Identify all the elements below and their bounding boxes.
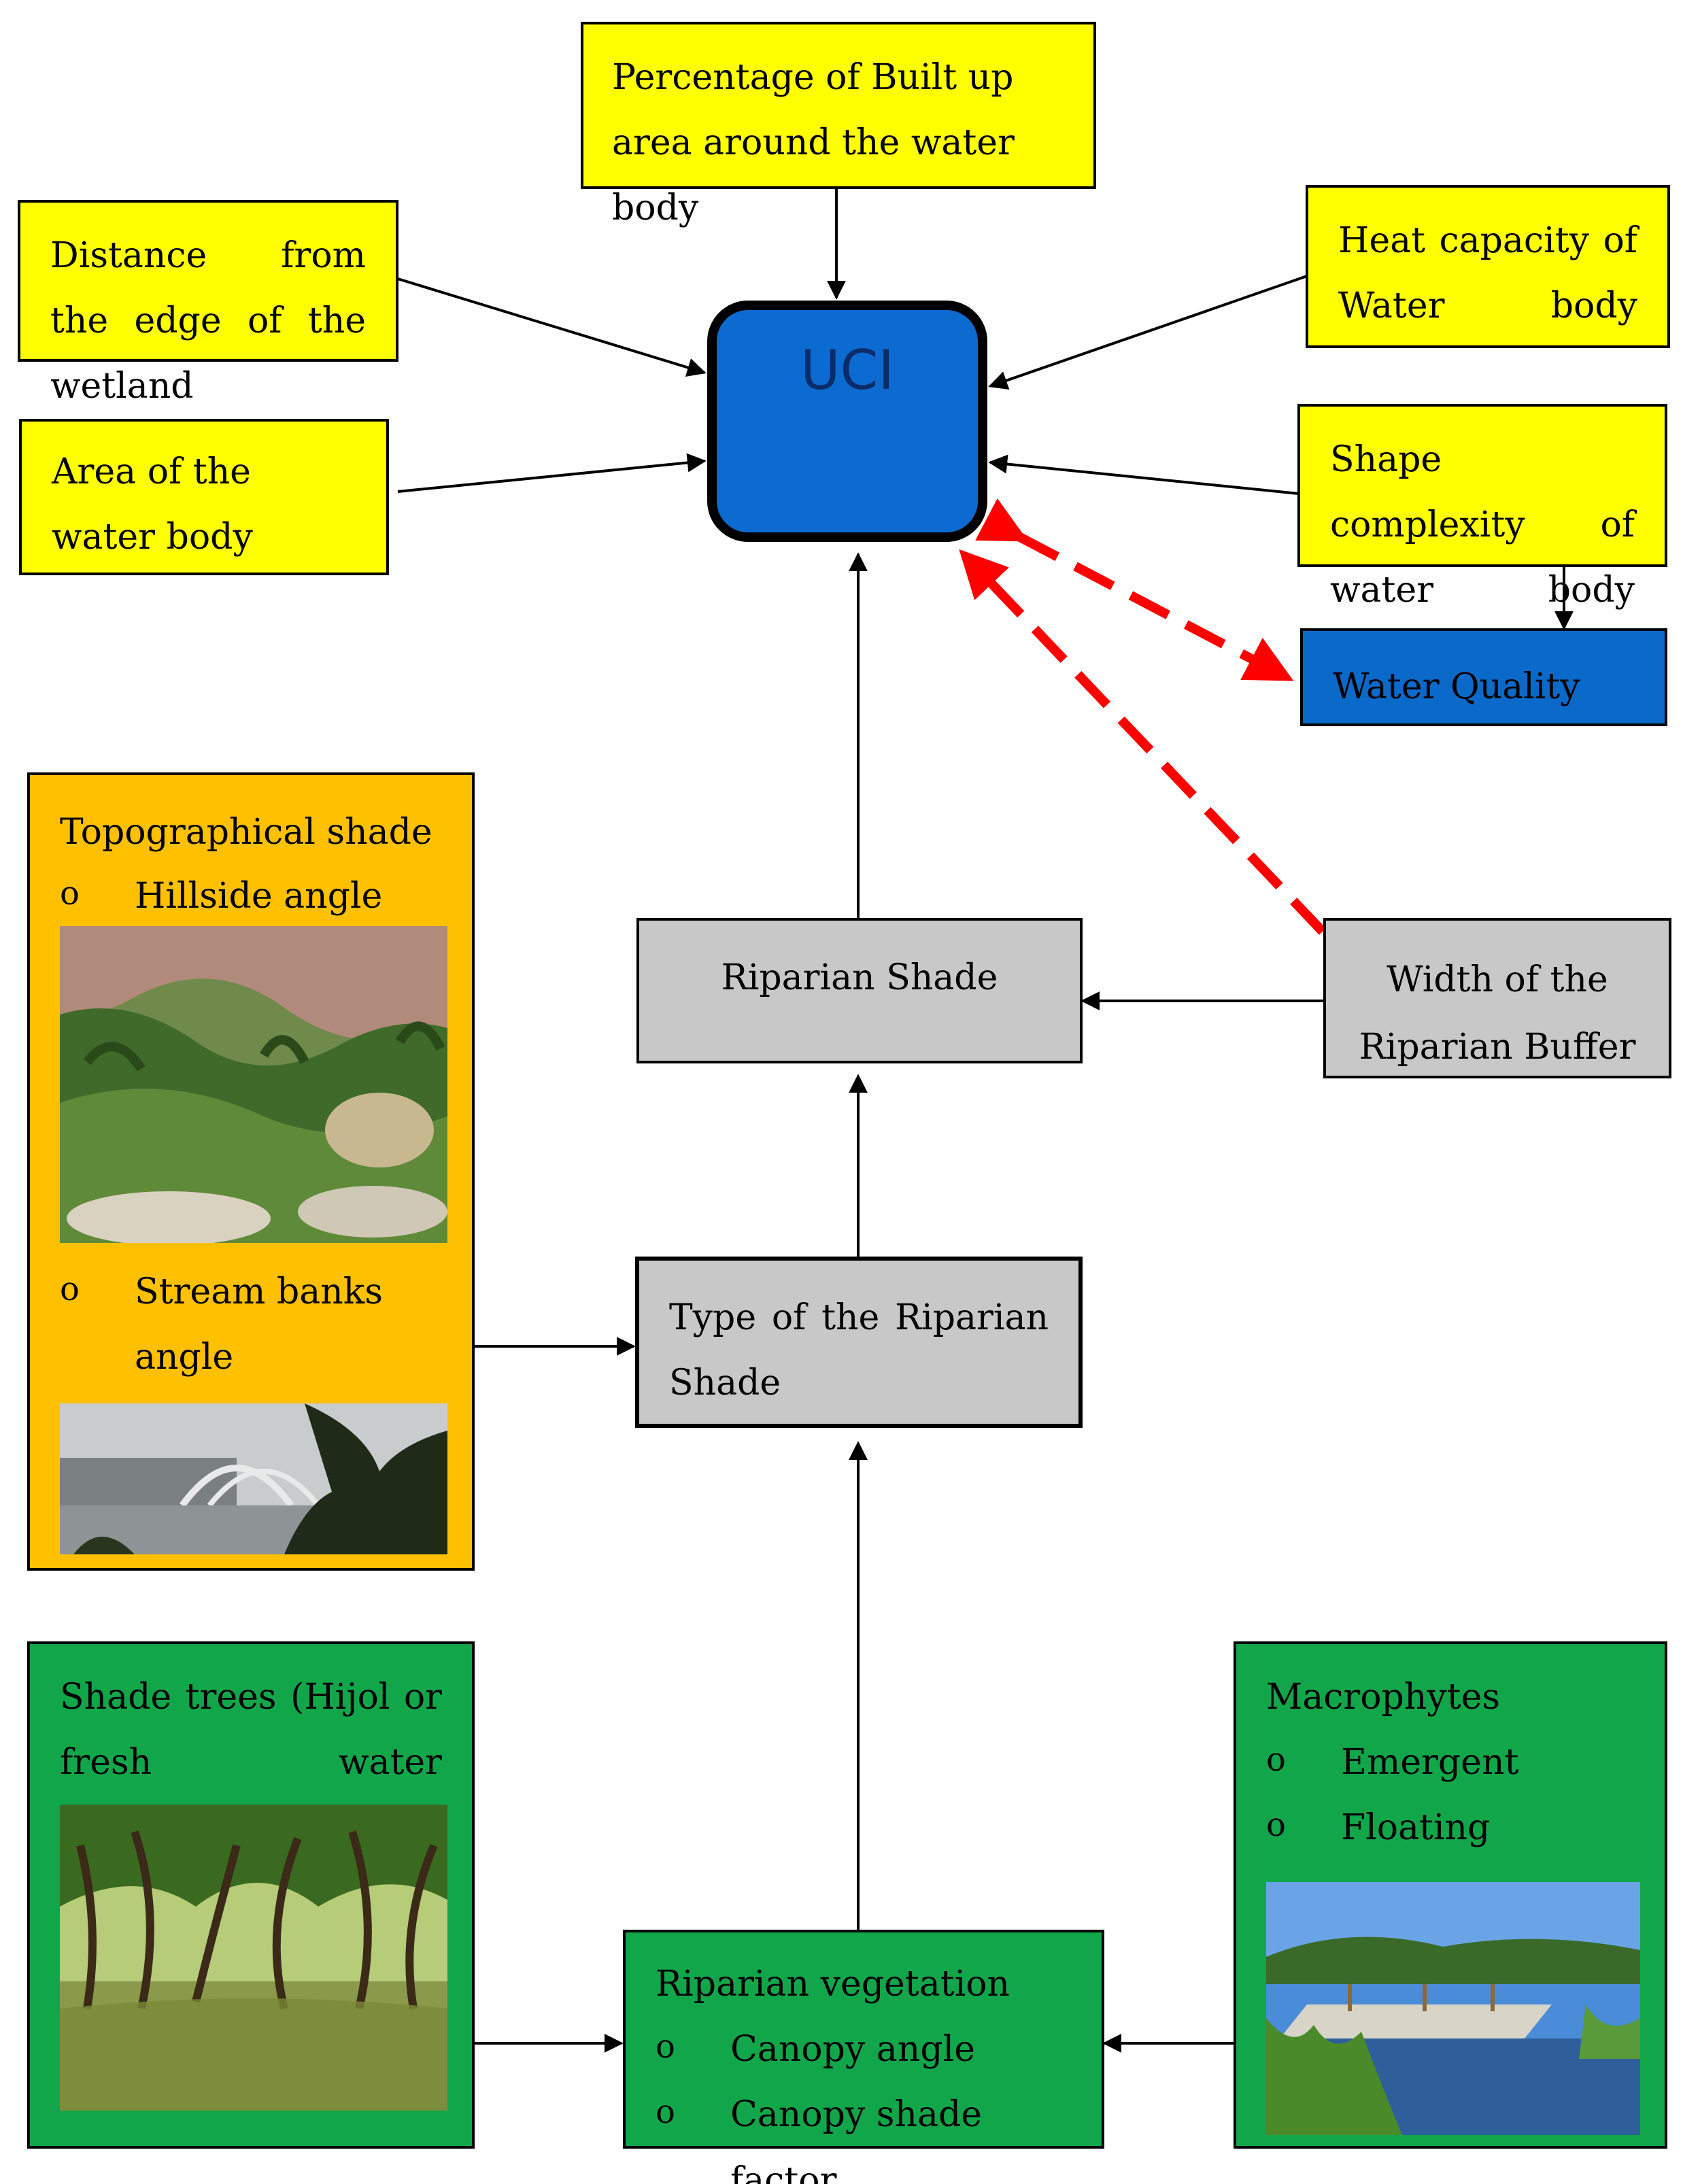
heat-capacity-text: Heat capacity of Water body bbox=[1338, 220, 1637, 327]
topographical-title: Topographical shade bbox=[60, 812, 432, 853]
water-quality-text: Water Quality bbox=[1333, 666, 1580, 707]
streambank-label: Stream banks angle bbox=[135, 1272, 383, 1378]
topographical-shade-box: Topographical shade o Hillside angle o S… bbox=[27, 772, 475, 1571]
bullet-marker: o bbox=[1266, 1741, 1286, 1779]
bullet-marker: o bbox=[656, 2028, 675, 2066]
floating-label: Floating bbox=[1341, 1807, 1491, 1849]
area-text: Area of the water body bbox=[52, 451, 253, 558]
hillside-photo bbox=[60, 926, 447, 1243]
macrophytes-title: Macrophytes bbox=[1266, 1677, 1501, 1718]
water-quality-box: Water Quality bbox=[1300, 628, 1667, 726]
topographical-item-streambank: o Stream banks angle bbox=[60, 1259, 488, 1390]
builtup-area-box: Percentage of Built up area around the w… bbox=[581, 22, 1096, 228]
hillside-label: Hillside angle bbox=[135, 876, 383, 917]
distance-edge-text: Distance from the edge of the wetland bbox=[50, 235, 366, 407]
area-box: Area of the water body bbox=[19, 419, 389, 575]
emergent-label: Emergent bbox=[1341, 1742, 1519, 1784]
topographical-item-hillside: o Hillside angle bbox=[60, 864, 382, 929]
bullet-marker: o bbox=[60, 874, 80, 912]
macrophytes-item-floating: o Floating bbox=[1266, 1795, 1635, 1860]
builtup-area-text: Percentage of Built up area around the w… bbox=[612, 57, 1015, 229]
riparian-vegetation-box: Riparian vegetation o Canopy angle o Can… bbox=[623, 1930, 1104, 2184]
bullet-marker: o bbox=[60, 1270, 80, 1308]
shade-type-box: Type of the Riparian Shade bbox=[635, 1257, 1083, 1428]
uci-node: UCI bbox=[707, 301, 987, 542]
arrow-area-to-uci bbox=[397, 453, 707, 493]
riparian-vegetation-title: Riparian vegetation bbox=[656, 1964, 1010, 2004]
arrow-distance-to-uci bbox=[397, 277, 707, 377]
macrophytes-item-emergent: o Emergent bbox=[1266, 1730, 1635, 1795]
distance-edge-box: Distance from the edge of the wetland bbox=[18, 200, 398, 407]
uci-label: UCI bbox=[800, 339, 894, 402]
canopy-angle-label: Canopy angle bbox=[730, 2029, 975, 2070]
dashed-arrow-buffer-to-uci bbox=[959, 549, 1327, 935]
heat-capacity-box: Heat capacity of Water body bbox=[1306, 185, 1670, 348]
arrow-heat-to-uci bbox=[988, 275, 1308, 390]
bullet-marker: o bbox=[1266, 1806, 1286, 1845]
shape-complexity-box: Shape complexity of water body bbox=[1297, 404, 1667, 611]
bullet-marker: o bbox=[656, 2093, 675, 2132]
buffer-width-text: Width of the Riparian Buffer bbox=[1359, 959, 1636, 1068]
vegetation-item-canopy-angle: o Canopy angle bbox=[656, 2017, 1072, 2082]
wetland-photo bbox=[1266, 1882, 1640, 2135]
streambank-photo bbox=[60, 1403, 447, 1554]
shade-trees-box: Shade trees (Hijol or fresh water mangro… bbox=[27, 1641, 475, 2149]
riparian-shade-text: Riparian Shade bbox=[721, 957, 998, 998]
shape-complexity-text: Shape complexity of water body bbox=[1330, 439, 1635, 611]
dashed-arrow-uci-waterquality bbox=[975, 498, 1294, 681]
macrophytes-box: Macrophytes o Emergent o Floating bbox=[1234, 1641, 1667, 2149]
canopy-shade-label: Canopy shade factor bbox=[730, 2094, 983, 2184]
buffer-width-box: Width of the Riparian Buffer bbox=[1323, 918, 1671, 1078]
riparian-shade-box: Riparian Shade bbox=[636, 918, 1083, 1063]
mangrove-photo bbox=[60, 1805, 447, 2111]
shade-type-text: Type of the Riparian Shade bbox=[669, 1297, 1049, 1404]
arrow-shape-to-uci bbox=[988, 454, 1299, 495]
vegetation-item-canopy-shade: o Canopy shade factor bbox=[656, 2082, 1072, 2184]
